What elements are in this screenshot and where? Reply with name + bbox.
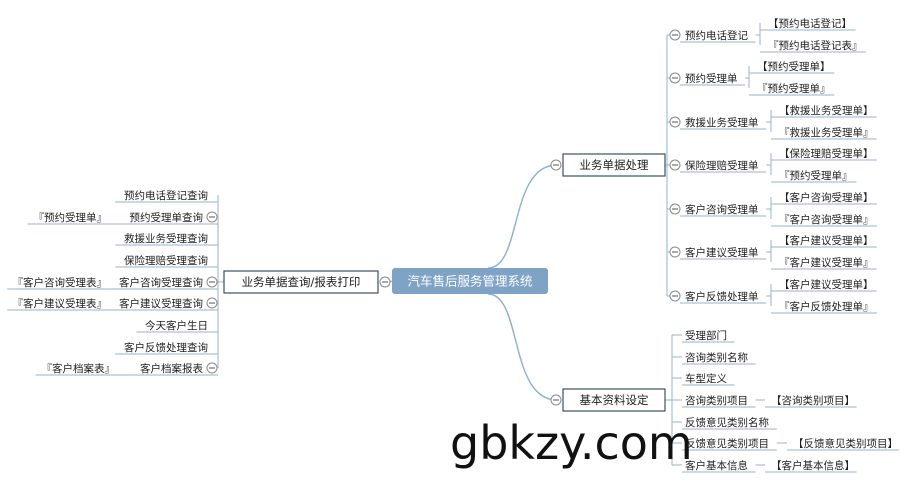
leaf-label: 『预约受理单』 bbox=[779, 169, 853, 182]
subtopic-label: 救援业务受理单 bbox=[685, 116, 759, 129]
subtopic-label: 客户反馈处理查询 bbox=[124, 341, 208, 354]
collapse-toggle[interactable] bbox=[550, 159, 562, 171]
leaf-label: 【保险理赔受理单】 bbox=[779, 147, 874, 160]
leaf-label: 『客户档案表』 bbox=[42, 362, 116, 375]
subtopic-label: 客户反馈处理单 bbox=[685, 290, 759, 303]
central-topic[interactable]: 汽车售后服务管理系统 bbox=[392, 268, 548, 294]
leaf-label: 【客户基本信息】 bbox=[771, 459, 855, 472]
leaf-label: 『预约电话登记表』 bbox=[768, 39, 863, 52]
main-topic[interactable]: 业务单据查询/报表打印 bbox=[223, 270, 379, 294]
branch-curve bbox=[487, 164, 558, 269]
subtopic-label: 救援业务受理查询 bbox=[124, 232, 208, 245]
subtopic-label: 保险理赔受理单 bbox=[685, 159, 759, 172]
subtopic-label: 咨询类别项目 bbox=[685, 394, 748, 407]
connector-lines bbox=[7, 23, 899, 473]
subtopic-label: 预约电话登记查询 bbox=[124, 189, 208, 202]
subtopic-label: 今天客户生日 bbox=[145, 319, 208, 332]
subtopic-label: 预约受理单 bbox=[685, 72, 738, 85]
subtopic-label: 保险理赔受理查询 bbox=[124, 254, 208, 267]
subtopic-label: 客户档案报表 bbox=[140, 362, 203, 375]
leaf-label: 『客户建议受理表』 bbox=[13, 297, 108, 310]
collapse-toggle[interactable] bbox=[669, 116, 681, 128]
subtopic-label: 客户咨询受理查询 bbox=[119, 276, 203, 289]
subtopic-label: 客户咨询受理单 bbox=[685, 203, 759, 216]
subtopic-label: 预约受理单查询 bbox=[130, 211, 204, 224]
leaf-label: 【客户建议受理单】 bbox=[779, 278, 874, 291]
subtopic-label: 客户建议受理单 bbox=[685, 246, 759, 259]
main-topic-label: 基本资料设定 bbox=[580, 393, 649, 407]
subtopic-label: 受理部门 bbox=[685, 329, 727, 342]
main-topic[interactable]: 基本资料设定 bbox=[562, 388, 666, 412]
main-topic-label: 业务单据处理 bbox=[580, 158, 649, 172]
collapse-toggle[interactable] bbox=[206, 362, 218, 374]
main-topic-label: 业务单据查询/报表打印 bbox=[242, 275, 361, 289]
collapse-toggle[interactable] bbox=[379, 276, 391, 288]
leaf-label: 【咨询类别项目】 bbox=[771, 394, 855, 407]
leaf-label: 【预约受理单】 bbox=[757, 60, 831, 73]
collapse-toggle[interactable] bbox=[206, 276, 218, 288]
subtopic-label: 客户建议受理查询 bbox=[119, 297, 203, 310]
collapse-toggle[interactable] bbox=[206, 297, 218, 309]
central-topic-label: 汽车售后服务管理系统 bbox=[407, 274, 532, 289]
leaf-label: 『客户建议受理单』 bbox=[779, 256, 874, 269]
mind-map-nodes: 业务单据处理 预约电话登记 【预约电话登记】『预约电话登记表』预约受理单 【预约受理单… bbox=[13, 17, 899, 472]
collapse-toggle[interactable] bbox=[206, 211, 218, 223]
collapse-toggle[interactable] bbox=[550, 394, 562, 406]
leaf-label: 【客户建议受理单】 bbox=[779, 234, 874, 247]
collapse-toggle[interactable] bbox=[669, 246, 681, 258]
leaf-label: 『预约受理单』 bbox=[34, 211, 108, 224]
collapse-toggle[interactable] bbox=[669, 72, 681, 84]
collapse-toggle[interactable] bbox=[669, 203, 681, 215]
leaf-label: 【救援业务受理单】 bbox=[779, 104, 874, 117]
leaf-label: 『客户咨询受理单』 bbox=[779, 213, 874, 226]
central-topic-box bbox=[392, 268, 548, 294]
leaf-label: 【反馈意见类别项目】 bbox=[793, 437, 898, 450]
leaf-label: 『救援业务受理单』 bbox=[779, 126, 874, 139]
watermark-text: gbkzy.com bbox=[450, 416, 693, 470]
collapse-toggle[interactable] bbox=[669, 29, 681, 41]
leaf-label: 『客户反馈处理单』 bbox=[779, 300, 874, 313]
subtopic-label: 客户基本信息 bbox=[685, 459, 748, 472]
main-topic[interactable]: 业务单据处理 bbox=[562, 153, 666, 177]
leaf-label: 【客户咨询受理单】 bbox=[779, 191, 874, 204]
branch-curve bbox=[487, 293, 558, 401]
leaf-label: 【预约电话登记】 bbox=[768, 17, 852, 30]
leaf-label: 『预约受理单』 bbox=[757, 82, 831, 95]
collapse-toggle[interactable] bbox=[669, 159, 681, 171]
leaf-label: 『客户咨询受理表』 bbox=[13, 276, 108, 289]
subtopic-label: 预约电话登记 bbox=[685, 29, 748, 42]
subtopic-label: 咨询类别名称 bbox=[685, 351, 748, 364]
collapse-toggle[interactable] bbox=[669, 290, 681, 302]
subtopic-label: 反馈意见类别名称 bbox=[685, 416, 769, 429]
subtopic-label: 反馈意见类别项目 bbox=[685, 437, 769, 450]
subtopic-label: 车型定义 bbox=[685, 372, 727, 385]
